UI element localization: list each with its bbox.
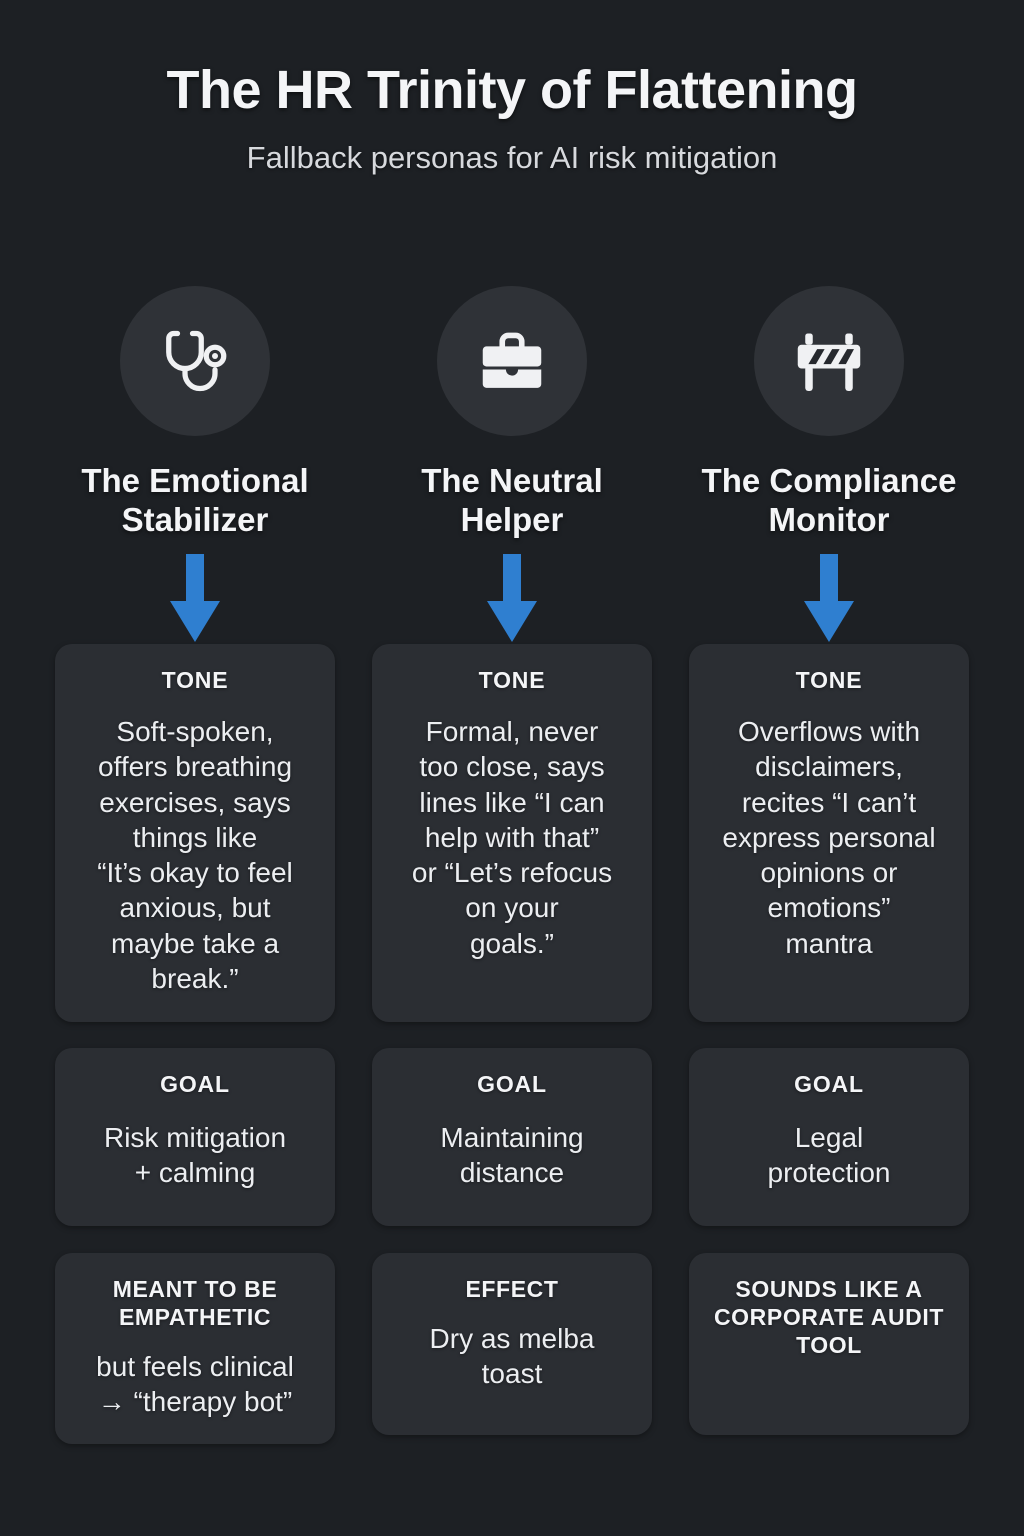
effect-card: SOUNDS LIKE A CORPORATE AUDIT TOOL bbox=[689, 1253, 969, 1435]
goal-card: GOAL Maintaining distance bbox=[372, 1048, 652, 1226]
tone-text: Overflows with disclaimers, recites “I c… bbox=[722, 716, 936, 959]
tone-label: TONE bbox=[161, 667, 229, 693]
persona-column-emotional-stabilizer: The Emotional Stabilizer TONE Soft-spoke… bbox=[55, 286, 335, 1444]
effect-label: MEANT TO BE EMPATHETIC bbox=[112, 1276, 278, 1331]
tone-card: TONE Formal, never too close, says lines… bbox=[372, 644, 652, 1022]
goal-text: Risk mitigation + calming bbox=[103, 1122, 287, 1189]
goal-card: GOAL Legal protection bbox=[689, 1048, 969, 1226]
page-title: The HR Trinity of Flattening bbox=[166, 60, 858, 120]
page-subtitle: Fallback personas for AI risk mitigation bbox=[246, 139, 778, 175]
persona-title: The Neutral Helper bbox=[421, 462, 603, 538]
tone-label: TONE bbox=[795, 667, 863, 693]
persona-title: The Compliance Monitor bbox=[701, 462, 957, 538]
tone-card: TONE Soft-spoken, offers breathing exerc… bbox=[55, 644, 335, 1022]
goal-label: GOAL bbox=[477, 1071, 547, 1097]
effect-label: EFFECT bbox=[465, 1276, 559, 1302]
goal-label: GOAL bbox=[794, 1071, 864, 1097]
persona-column-neutral-helper: The Neutral Helper TONE Formal, never to… bbox=[372, 286, 652, 1444]
stethoscope-icon bbox=[120, 286, 270, 436]
persona-columns: The Emotional Stabilizer TONE Soft-spoke… bbox=[55, 286, 970, 1444]
barrier-icon bbox=[754, 286, 904, 436]
briefcase-icon bbox=[437, 286, 587, 436]
goal-card: GOAL Risk mitigation + calming bbox=[55, 1048, 335, 1226]
tone-card: TONE Overflows with disclaimers, recites… bbox=[689, 644, 969, 1022]
down-arrow-icon bbox=[479, 552, 545, 644]
effect-text: but feels clinical → “therapy bot” bbox=[96, 1351, 294, 1418]
persona-column-compliance-monitor: The Compliance Monitor TONE Overflows wi… bbox=[689, 286, 969, 1444]
down-arrow-icon bbox=[796, 552, 862, 644]
down-arrow-icon bbox=[162, 552, 228, 644]
tone-text: Formal, never too close, says lines like… bbox=[411, 716, 613, 959]
header: The HR Trinity of Flattening Fallback pe… bbox=[0, 0, 1024, 175]
effect-card: EFFECT Dry as melba toast bbox=[372, 1253, 652, 1435]
goal-text: Legal protection bbox=[767, 1122, 891, 1189]
goal-text: Maintaining distance bbox=[440, 1122, 584, 1189]
tone-text: Soft-spoken, offers breathing exercises,… bbox=[97, 716, 293, 994]
effect-card: MEANT TO BE EMPATHETIC but feels clinica… bbox=[55, 1253, 335, 1444]
tone-label: TONE bbox=[478, 667, 546, 693]
effect-label: SOUNDS LIKE A CORPORATE AUDIT TOOL bbox=[713, 1276, 945, 1359]
persona-title: The Emotional Stabilizer bbox=[81, 462, 309, 538]
goal-label: GOAL bbox=[160, 1071, 230, 1097]
effect-text: Dry as melba toast bbox=[429, 1323, 595, 1390]
